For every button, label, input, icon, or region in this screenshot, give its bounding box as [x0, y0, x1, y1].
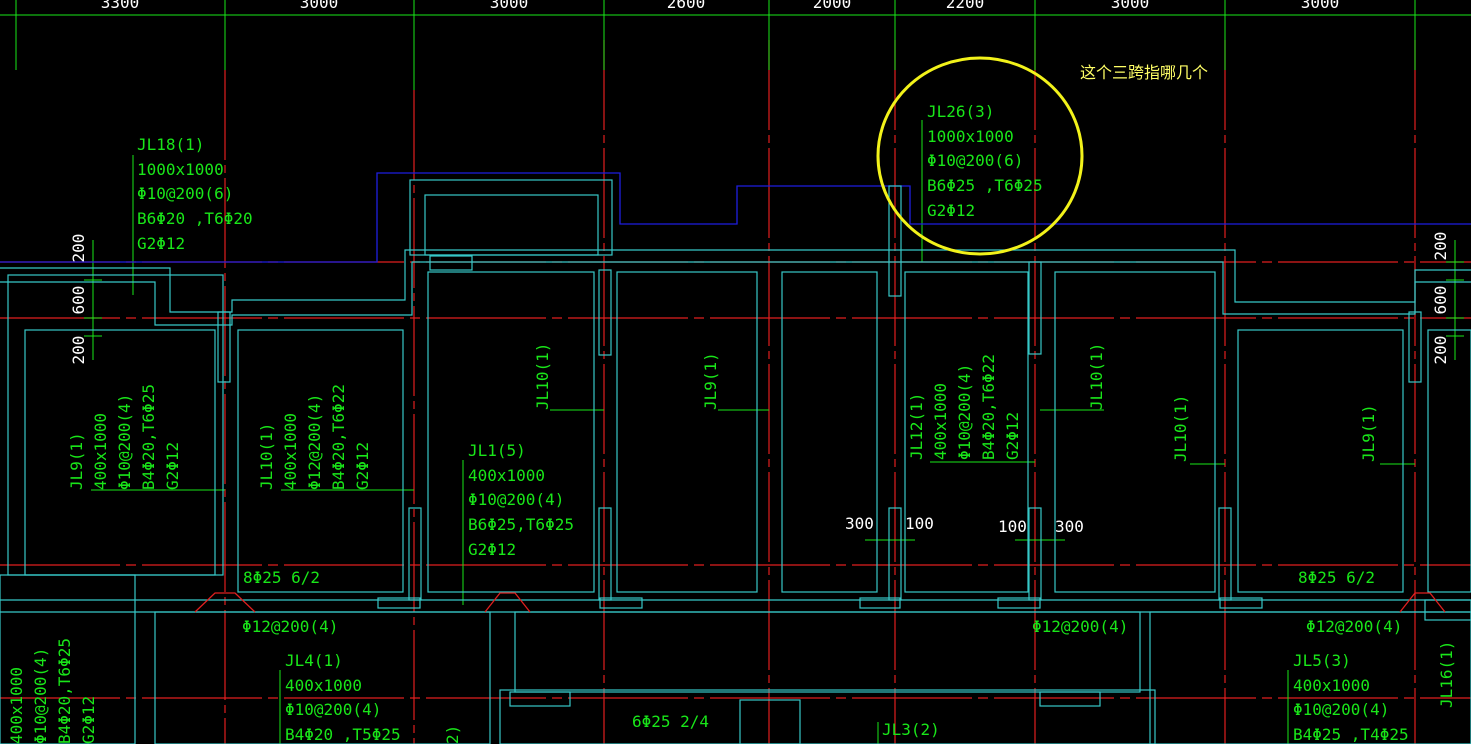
svg-text:Φ10@200(6): Φ10@200(6)	[137, 184, 233, 203]
svg-text:G2Φ12: G2Φ12	[927, 201, 975, 220]
svg-text:G2Φ12: G2Φ12	[79, 696, 98, 744]
svg-text:JL26(3): JL26(3)	[927, 102, 994, 121]
svg-text:400x1000: 400x1000	[931, 383, 950, 460]
stirrup-note-2: Φ12@200(4)	[1032, 617, 1128, 636]
svg-text:G2Φ12: G2Φ12	[353, 442, 372, 490]
anchor-marks	[194, 592, 1446, 613]
beam-label-jl5[interactable]: JL5(3) 400x1000 Φ10@200(4) B4Φ25 ,T4Φ25	[1293, 651, 1409, 744]
beam-label-jl10-c[interactable]: JL10(1)	[1171, 395, 1190, 462]
svg-text:Φ10@200(4): Φ10@200(4)	[115, 394, 134, 490]
svg-text:B4Φ20,T6Φ25: B4Φ20,T6Φ25	[55, 638, 74, 744]
axis-grid	[0, 40, 1471, 744]
stirrup-note-1: Φ12@200(4)	[242, 617, 338, 636]
rebar-note-3: 6Φ25 2/4	[632, 712, 709, 731]
beam-label-jl10-a[interactable]: JL10(1)	[533, 343, 552, 410]
beam-label-jl4[interactable]: JL4(1) 400x1000 Φ10@200(4) B4Φ20 ,T5Φ25	[285, 651, 401, 744]
beam-label-jl26[interactable]: JL26(3) 1000x1000 Φ10@200(6) B6Φ25 ,T6Φ2…	[927, 102, 1043, 220]
beam-label-bottom-left[interactable]: 400x1000 Φ10@200(4) B4Φ20,T6Φ25 G2Φ12	[7, 638, 98, 744]
beam-label-jl18[interactable]: JL18(1) 1000x1000 Φ10@200(6) B6Φ20 ,T6Φ2…	[137, 135, 253, 253]
offset-dim-left-300: 300	[845, 514, 874, 533]
svg-text:B4Φ20 ,T5Φ25: B4Φ20 ,T5Φ25	[285, 725, 401, 744]
svg-text:400x1000: 400x1000	[7, 667, 26, 744]
svg-text:400x1000: 400x1000	[1293, 676, 1370, 695]
beam-label-jl10-b[interactable]: JL10(1)	[1087, 343, 1106, 410]
svg-text:400x1000: 400x1000	[281, 413, 300, 490]
offset-dim-right-100: 100	[998, 517, 1027, 536]
beam-label-jl3[interactable]: JL3(2)	[882, 720, 940, 739]
svg-text:G2Φ12: G2Φ12	[468, 540, 516, 559]
side-dimension-labels: 200 600 200 200 600 200	[69, 232, 1450, 365]
top-dimension-labels: 3300 3000 3000 2600 2000 2200 3000 3000	[101, 0, 1340, 12]
dim-right-2: 600	[1431, 286, 1450, 315]
svg-text:JL10(1): JL10(1)	[257, 423, 276, 490]
dim-right-1: 200	[1431, 232, 1450, 261]
svg-text:B4Φ20,T6Φ25: B4Φ20,T6Φ25	[139, 384, 158, 490]
dim-top-3: 3000	[490, 0, 529, 12]
annotation-note: 这个三跨指哪几个	[1080, 63, 1208, 82]
svg-text:1000x1000: 1000x1000	[927, 127, 1014, 146]
dim-top-5: 2000	[813, 0, 852, 12]
svg-text:Φ10@200(4): Φ10@200(4)	[1293, 700, 1389, 719]
svg-text:Φ10@200(6): Φ10@200(6)	[927, 151, 1023, 170]
svg-text:B4Φ20,T6Φ22: B4Φ20,T6Φ22	[979, 354, 998, 460]
svg-text:G2Φ12: G2Φ12	[163, 442, 182, 490]
beam-label-jl9-mid[interactable]: JL9(1)	[701, 352, 720, 410]
svg-text:400x1000: 400x1000	[285, 676, 362, 695]
svg-text:Φ10@200(4): Φ10@200(4)	[468, 490, 564, 509]
svg-text:B6Φ25,T6Φ25: B6Φ25,T6Φ25	[468, 515, 574, 534]
offset-dim-right-300: 300	[1055, 517, 1084, 536]
svg-text:B4Φ20,T6Φ22: B4Φ20,T6Φ22	[329, 384, 348, 490]
site-boundary	[0, 172, 1471, 263]
svg-text:Φ10@200(4): Φ10@200(4)	[31, 648, 50, 744]
svg-text:B4Φ25 ,T4Φ25: B4Φ25 ,T4Φ25	[1293, 725, 1409, 744]
svg-text:JL1(5): JL1(5)	[468, 441, 526, 460]
beam-label-jl1[interactable]: JL1(5) 400x1000 Φ10@200(4) B6Φ25,T6Φ25 G…	[468, 441, 574, 559]
dim-top-6: 2200	[946, 0, 985, 12]
beam-label-jl16[interactable]: JL16(1)	[1437, 641, 1456, 708]
svg-text:JL9(1): JL9(1)	[67, 432, 86, 490]
svg-text:JL5(3): JL5(3)	[1293, 651, 1351, 670]
svg-text:400x1000: 400x1000	[91, 413, 110, 490]
svg-text:JL4(1): JL4(1)	[285, 651, 343, 670]
rebar-note-2: 8Φ25 6/2	[1298, 568, 1375, 587]
beam-label-jl12[interactable]: JL12(1) 400x1000 Φ10@200(4) B4Φ20,T6Φ22 …	[907, 354, 1022, 460]
beam-outlines[interactable]	[0, 179, 1471, 744]
annotation-circle[interactable]	[876, 56, 1084, 256]
svg-text:1000x1000: 1000x1000	[137, 160, 224, 179]
svg-text:Φ12@200(4): Φ12@200(4)	[305, 394, 324, 490]
svg-text:G2Φ12: G2Φ12	[1003, 412, 1022, 460]
svg-text:Φ10@200(4): Φ10@200(4)	[285, 700, 381, 719]
dim-top-4: 2600	[667, 0, 706, 12]
svg-text:B6Φ25 ,T6Φ25: B6Φ25 ,T6Φ25	[927, 176, 1043, 195]
beam-label-cut: 2)	[443, 725, 462, 744]
stirrup-note-3: Φ12@200(4)	[1306, 617, 1402, 636]
beam-label-jl10-left[interactable]: JL10(1) 400x1000 Φ12@200(4) B4Φ20,T6Φ22 …	[257, 384, 372, 490]
svg-text:Φ10@200(4): Φ10@200(4)	[955, 364, 974, 460]
offset-dim-left-100: 100	[905, 514, 934, 533]
dim-top-2: 3000	[300, 0, 339, 12]
beam-label-jl9-right[interactable]: JL9(1)	[1359, 404, 1378, 462]
beam-label-jl9-left[interactable]: JL9(1) 400x1000 Φ10@200(4) B4Φ20,T6Φ25 G…	[67, 384, 182, 490]
dim-right-3: 200	[1431, 336, 1450, 365]
rebar-note-1: 8Φ25 6/2	[243, 568, 320, 587]
dim-left-2: 600	[69, 286, 88, 315]
svg-text:B6Φ20 ,T6Φ20: B6Φ20 ,T6Φ20	[137, 209, 253, 228]
dim-top-8: 3000	[1301, 0, 1340, 12]
dim-top-1: 3300	[101, 0, 140, 12]
svg-text:JL12(1): JL12(1)	[907, 393, 926, 460]
dim-left-1: 200	[69, 234, 88, 263]
svg-text:400x1000: 400x1000	[468, 466, 545, 485]
svg-text:JL18(1): JL18(1)	[137, 135, 204, 154]
svg-text:G2Φ12: G2Φ12	[137, 234, 185, 253]
dim-left-3: 200	[69, 336, 88, 365]
dim-top-7: 3000	[1111, 0, 1150, 12]
